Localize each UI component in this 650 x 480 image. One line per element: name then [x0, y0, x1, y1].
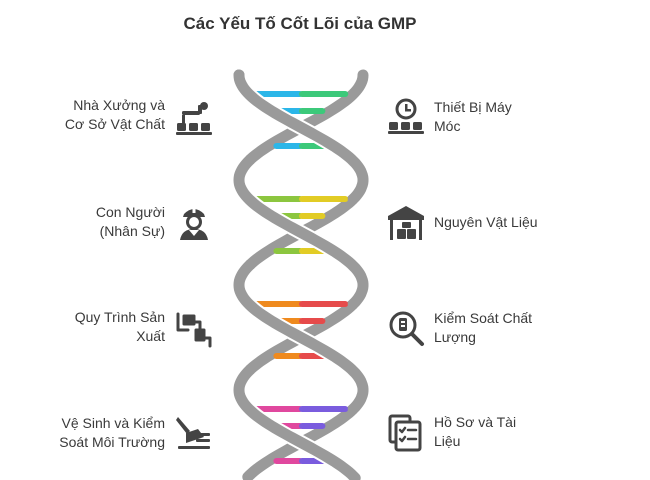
- label-materials-line1: Nguyên Vật Liệu: [434, 214, 538, 230]
- label-sanitation: Vệ Sinh và Kiểm Soát Môi Trường: [15, 414, 165, 452]
- machine-icon: [388, 98, 424, 134]
- label-equipment-line2: Móc: [434, 118, 461, 134]
- helix-front-segment-3: [233, 259, 369, 415]
- helix-front-segment-2: [233, 154, 369, 310]
- label-process-line1: Quy Trình Sản: [74, 309, 165, 325]
- sanitation-icon: [176, 417, 210, 449]
- documents-icon: [388, 414, 422, 452]
- quality-search-icon: [389, 311, 424, 346]
- label-people-line1: Con Người: [95, 204, 165, 220]
- warehouse-icon: [388, 206, 424, 240]
- label-sanitation-line2: Soát Môi Trường: [59, 434, 165, 450]
- process-icon: [176, 312, 212, 348]
- label-quality-line2: Lượng: [434, 329, 476, 345]
- label-documents-line2: Liệu: [434, 433, 461, 449]
- label-equipment-line1: Thiết Bị Máy: [434, 99, 512, 115]
- label-facilities-line1: Nhà Xưởng và: [73, 97, 165, 113]
- label-facilities-line2: Cơ Sở Vật Chất: [64, 116, 165, 132]
- worker-icon: [180, 207, 208, 240]
- label-facilities: Nhà Xưởng và Cơ Sở Vật Chất: [15, 96, 165, 134]
- label-documents-line1: Hồ Sơ và Tài: [434, 414, 517, 430]
- label-process-line2: Xuất: [136, 328, 165, 344]
- helix-front-segment-1: [233, 69, 369, 205]
- label-quality-line1: Kiểm Soát Chất: [434, 310, 533, 326]
- label-equipment: Thiết Bị Máy Móc: [434, 98, 584, 136]
- diagram-title: Các Yếu Tố Cốt Lõi của GMP: [183, 14, 417, 33]
- label-people: Con Người (Nhân Sự): [15, 203, 165, 241]
- label-materials: Nguyên Vật Liệu: [434, 213, 584, 232]
- label-people-line2: (Nhân Sự): [99, 223, 165, 239]
- label-sanitation-line1: Vệ Sinh và Kiểm: [61, 415, 166, 431]
- label-process: Quy Trình Sản Xuất: [15, 308, 165, 346]
- factory-icon: [176, 102, 212, 135]
- helix-front-segment-4: [233, 364, 361, 480]
- label-documents: Hồ Sơ và Tài Liệu: [434, 413, 584, 451]
- label-quality: Kiểm Soát Chất Lượng: [434, 309, 584, 347]
